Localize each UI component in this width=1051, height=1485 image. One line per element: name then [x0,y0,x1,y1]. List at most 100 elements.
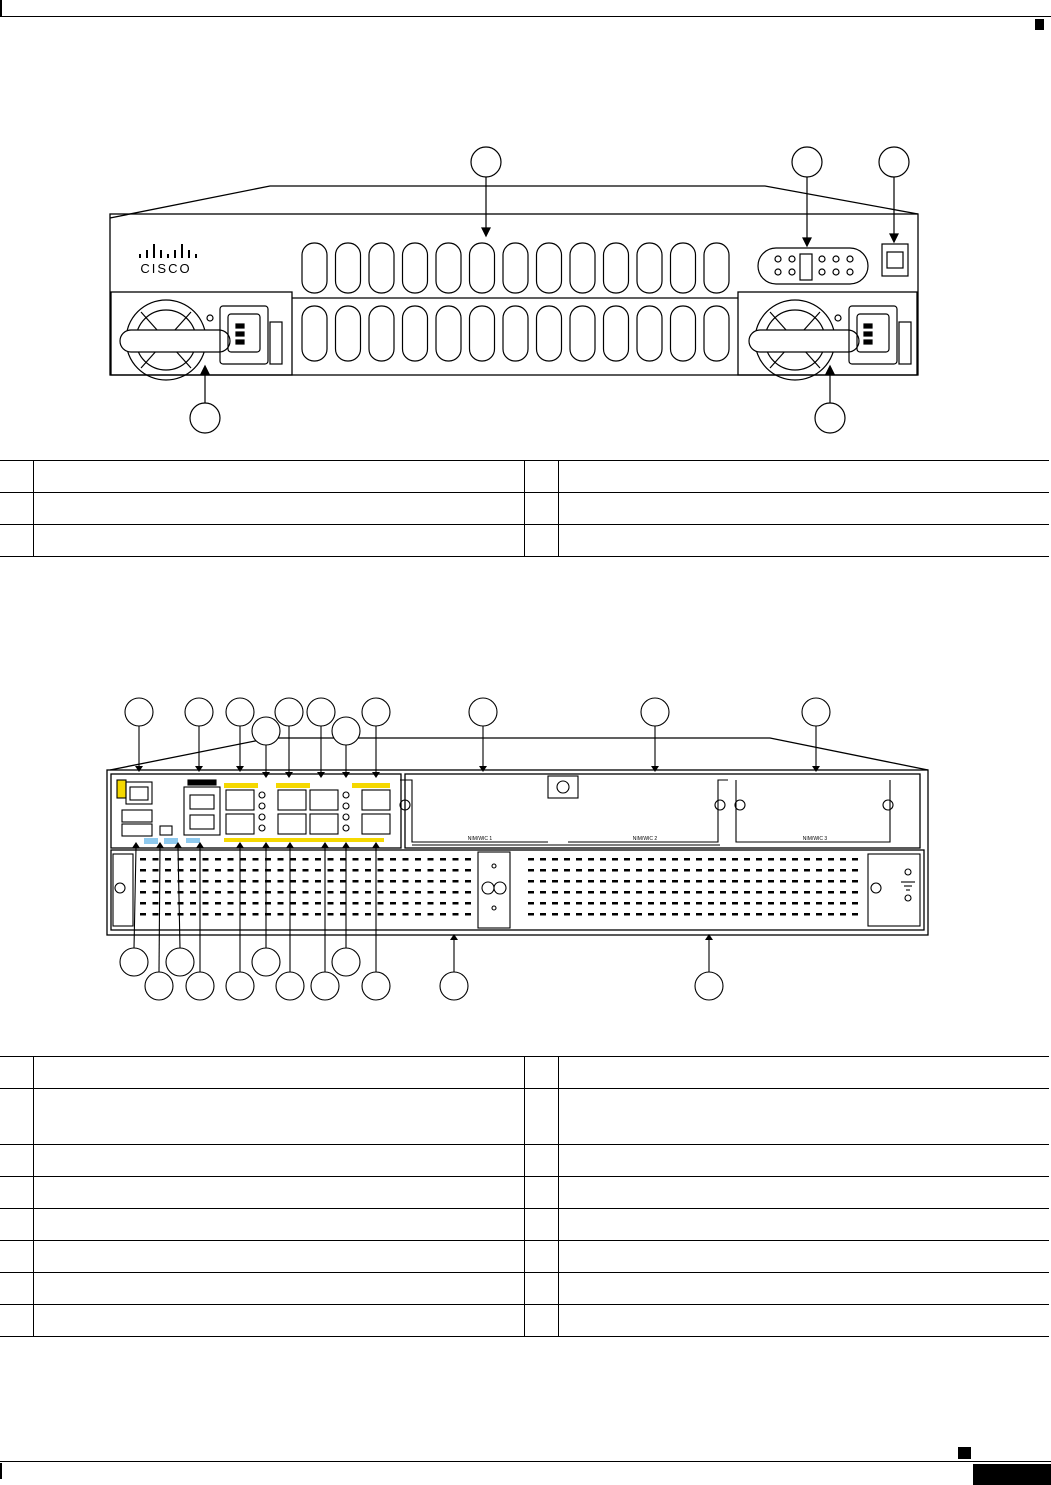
vent-dot [672,858,678,861]
vent-dot [840,880,846,883]
vent-dot [852,858,858,861]
vent-dot [564,902,570,905]
vent-dot [452,902,459,905]
vent-dot [684,858,690,861]
vent-dot [152,858,159,861]
vent-dot [768,869,774,872]
footer-page-tab [973,1464,1051,1485]
vent-dot [402,891,409,894]
vent-dot [202,880,209,883]
vent-dot [792,902,798,905]
vent-dot [265,891,271,894]
callout [468,697,498,772]
vent-dot [240,891,246,894]
legend-row [0,1272,1049,1305]
vent-dot [708,913,714,916]
vent-dot [277,902,284,905]
vent-dot [440,902,446,905]
vent-slot [468,305,496,362]
vent-dot [756,869,762,872]
vent-dot [612,858,618,861]
vent-dot [377,902,384,905]
callout-psu-left [189,402,221,434]
vent-dot [780,880,786,883]
vent-dot [452,869,459,872]
vent-dot [440,913,446,916]
vent-dot [340,891,346,894]
vent-slot [301,305,328,362]
vent-dot [828,902,834,905]
vent-dot [215,858,221,861]
vent-dot [588,880,594,883]
vent-dot [202,869,209,872]
vent-dot [732,880,738,883]
vent-dot [828,913,834,916]
vent-dot [636,913,642,916]
vent-dot [612,902,618,905]
vent-dot [365,869,371,872]
vent-dot [377,913,384,916]
vent-slot [703,242,730,294]
vent-dot [564,858,570,861]
vent-dot [576,869,582,872]
vent-dot [696,902,702,905]
vent-dot [744,913,750,916]
vent-dot [648,858,654,861]
vent-slot [502,242,529,294]
vent-slot [468,242,496,294]
vent-dot [340,880,346,883]
vent-dot [840,869,846,872]
vent-dot [402,902,409,905]
vent-dot [290,858,296,861]
vent-dot [440,858,446,861]
legend-cell [33,1272,525,1305]
legend-cell [0,1056,34,1089]
vent-dot [352,913,359,916]
vent-dot [390,913,396,916]
vent-dot [792,913,798,916]
vent-dot [227,902,234,905]
legend-row [0,1056,1049,1089]
vent-dot [684,913,690,916]
legend-cell [558,524,1049,557]
vent-dot [465,869,471,872]
vent-dot [390,858,396,861]
vent-dot [648,902,654,905]
vent-dot [427,902,434,905]
vent-dot [744,880,750,883]
vent-dot [252,858,259,861]
vent-slot [669,305,697,362]
vent-slot [368,242,395,294]
vent-dot [165,880,171,883]
vent-dot [177,913,184,916]
vent-dot [177,869,184,872]
vent-dot [612,913,618,916]
vent-dot [465,880,471,883]
vent-dot [648,880,654,883]
vent-dot [165,902,171,905]
legend-row [0,1240,1049,1273]
vent-dot [327,913,334,916]
vent-dot [756,880,762,883]
vent-dot [190,913,196,916]
vent-dot [240,913,246,916]
vent-slot [334,242,362,294]
vent-dot [340,858,346,861]
vent-dot [190,880,196,883]
slot-label-1: NIM/WIC 1 [468,836,493,842]
callout [251,716,281,778]
callout [801,697,831,772]
vent-dot [744,858,750,861]
rear-chassis [106,737,929,936]
legend-cell [0,1304,34,1337]
vent-dot [290,913,296,916]
vent-dot [327,880,334,883]
vent-dot [140,902,146,905]
vent-dot [720,913,726,916]
vent-dot [327,902,334,905]
front-led-panel [757,247,869,285]
vent-dot [804,858,810,861]
vent-dot [540,869,546,872]
cisco-logo: CISCO [139,244,197,276]
vent-dot [660,880,666,883]
